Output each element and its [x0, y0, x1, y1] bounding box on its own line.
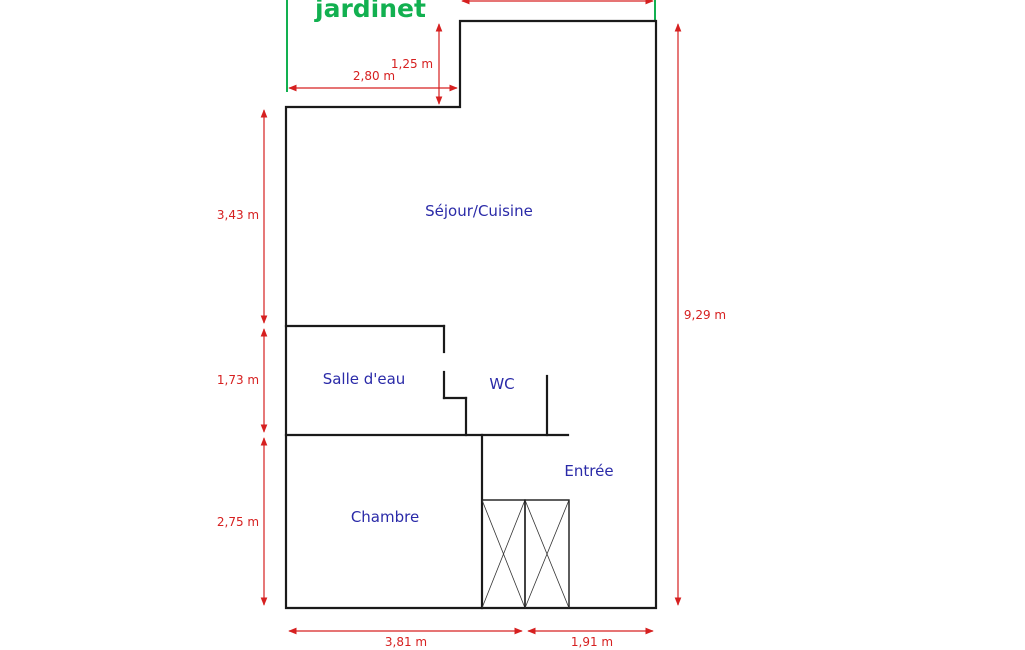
room-label-chambre: Chambre	[351, 508, 419, 526]
room-label-entree: Entrée	[564, 462, 613, 480]
dim-label-right-total: 9,29 m	[684, 308, 726, 322]
dim-label-bottom-right: 1,91 m	[571, 635, 613, 649]
room-labels: Séjour/Cuisine Salle d'eau WC Entrée Cha…	[323, 202, 614, 526]
closet-left-cross-b	[481, 499, 526, 609]
dim-label-left-middle: 1,73 m	[217, 373, 259, 387]
dimensions: 2,80 m 1,25 m 3,43 m 1,73 m 2,75 m 9,29 …	[217, 0, 726, 649]
closets	[481, 499, 570, 609]
garden-area: jardinet	[286, 0, 656, 92]
room-label-sejour-cuisine: Séjour/Cuisine	[425, 202, 533, 220]
closet-right	[524, 499, 570, 609]
room-label-wc: WC	[489, 375, 514, 393]
closet-right-cross-b	[524, 499, 570, 609]
dim-label-garden-width: 2,80 m	[353, 69, 395, 83]
dim-label-left-lower: 2,75 m	[217, 515, 259, 529]
dim-label-garden-depth: 1,25 m	[391, 57, 433, 71]
dim-label-left-upper: 3,43 m	[217, 208, 259, 222]
interior-walls	[284, 324, 570, 610]
dim-label-bottom-left: 3,81 m	[385, 635, 427, 649]
outer-walls	[284, 19, 658, 610]
garden-label: jardinet	[314, 0, 426, 23]
room-label-salle-eau: Salle d'eau	[323, 370, 406, 388]
